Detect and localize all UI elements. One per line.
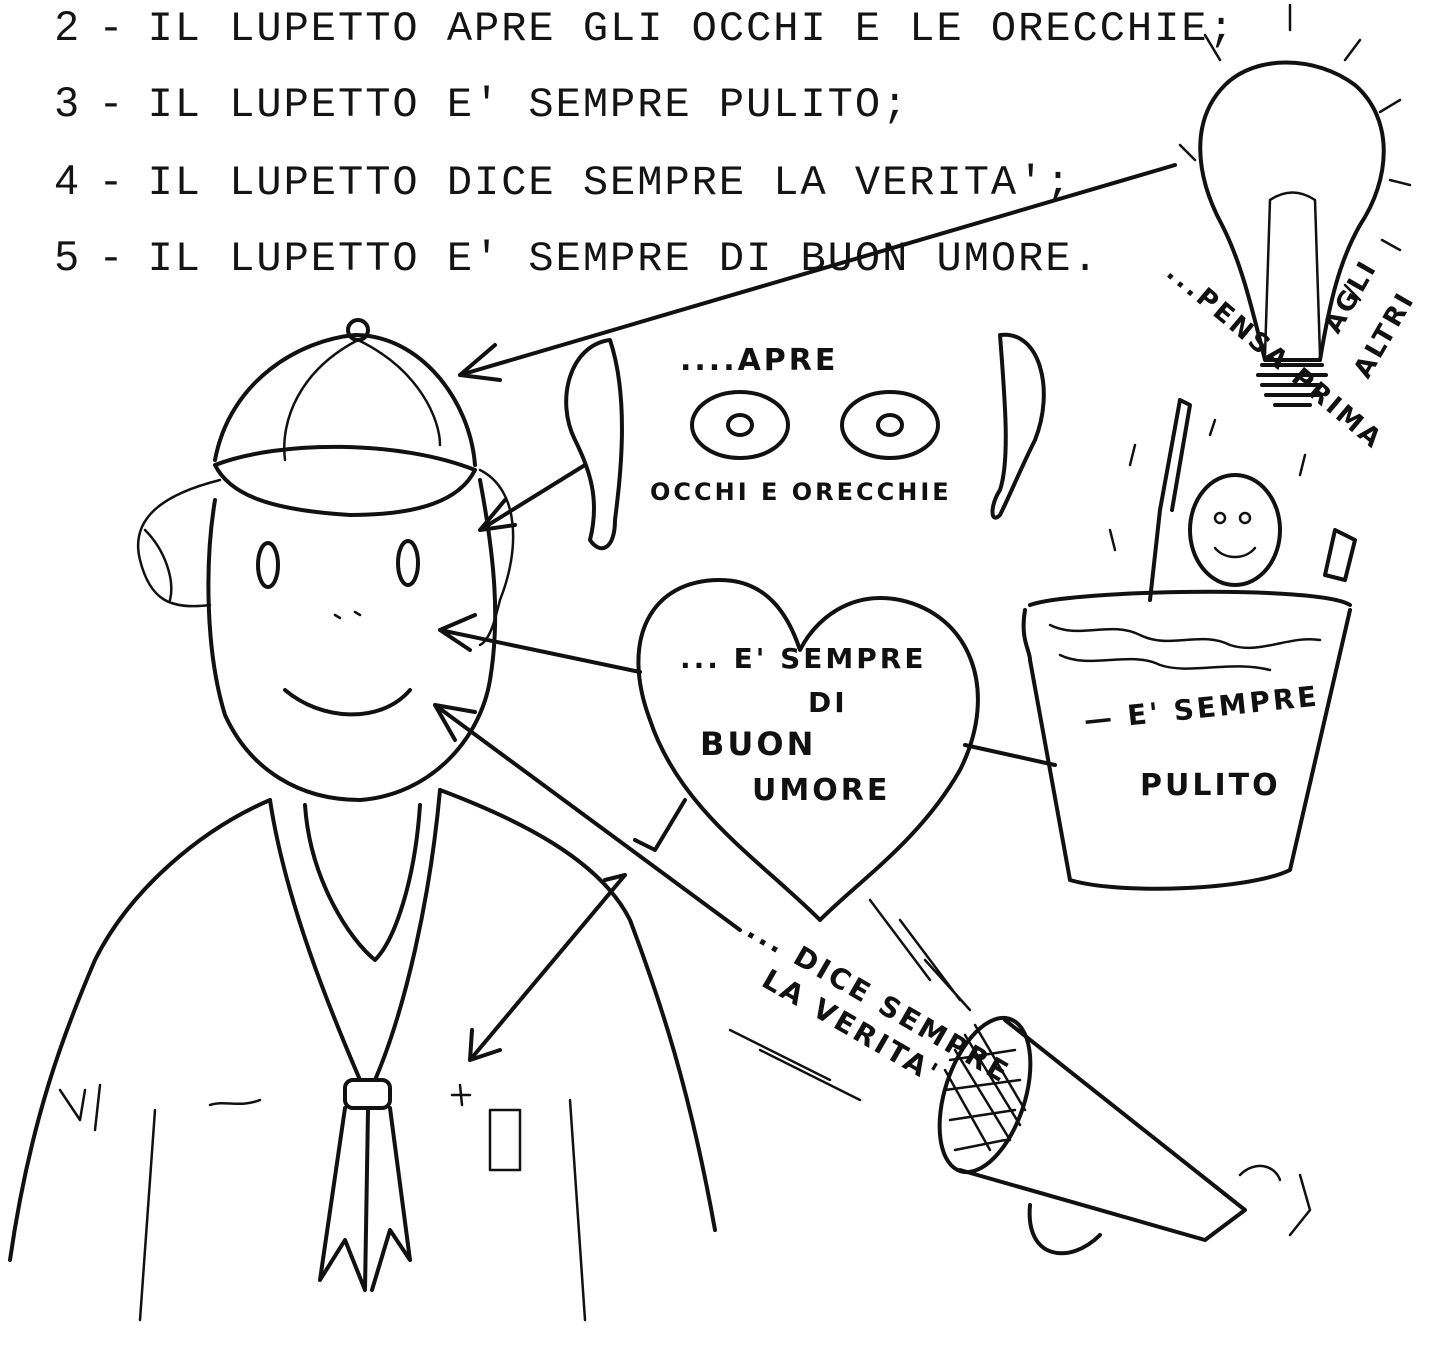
- heart-text-3: BUON: [700, 725, 816, 763]
- ear-icon-right: [993, 335, 1044, 518]
- arrow-ears-to-head: [480, 465, 585, 530]
- ears-eyes-top-text: ....APRE: [680, 343, 838, 378]
- heart-megaphone-link: [635, 800, 685, 850]
- arrowhead: [460, 345, 500, 380]
- bucket-text-1: — E' SEMPRE: [1082, 679, 1321, 737]
- neckerchief: [270, 790, 440, 1080]
- heart-text-1: ... E' SEMPRE: [680, 642, 926, 675]
- cub-scout-figure: [10, 320, 715, 1320]
- heart-text-4: UMORE: [752, 773, 890, 808]
- heart-text-2: DI: [808, 686, 848, 719]
- eye-icon-right: [842, 392, 938, 458]
- ear-icon-left: [566, 340, 622, 548]
- eye-icon-left: [692, 392, 788, 458]
- boy-in-bucket-icon: [1110, 400, 1355, 600]
- arrow-megaphone-to-mouth: [435, 705, 740, 930]
- ears-eyes-bottom-text: OCCHI E ORECCHIE: [650, 478, 952, 506]
- bucket-icon: [1024, 592, 1350, 889]
- heart-bucket-link: [965, 745, 1055, 765]
- arrow-badge: [470, 875, 625, 1060]
- bucket-text-2: PULITO: [1140, 768, 1281, 803]
- arrow-heart-to-face: [440, 615, 640, 672]
